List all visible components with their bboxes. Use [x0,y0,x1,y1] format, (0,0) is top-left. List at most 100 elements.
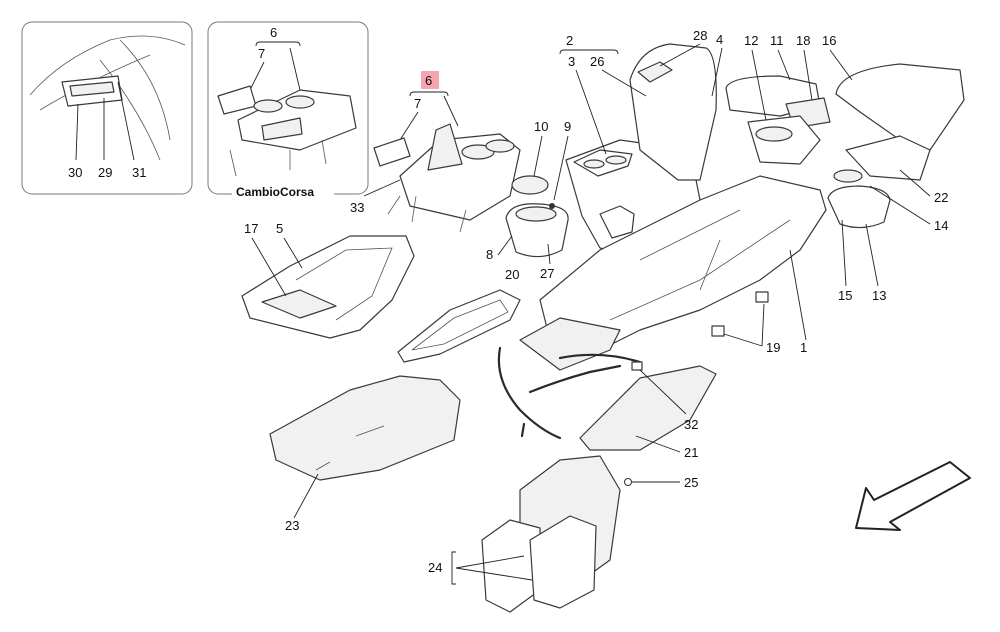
label-3: 3 [568,54,575,69]
inset-leaders [249,47,301,91]
side-panel-21 [579,365,717,451]
leaders-10-9 [533,135,569,201]
tray-3-cup-2 [605,155,627,165]
trim-5-17: 17 5 [241,221,415,339]
fastener-25 [624,478,632,486]
label-17: 17 [244,221,258,236]
inset-brace [255,41,301,47]
switch-7 [373,137,411,167]
trim-inner-edge [295,247,393,321]
label-27: 27 [540,266,554,281]
label-20: 20 [505,267,519,282]
inset-label-7: 7 [258,46,265,61]
bin-12-opening [755,126,793,142]
label-11: 11 [770,33,784,48]
inset-left-panel-insert [69,81,115,97]
leader-32 [639,369,687,415]
leader-33 [363,179,401,197]
panel-23-details [315,425,385,471]
leader-28 [659,43,701,67]
clip-32 [631,361,643,371]
inset-switch [217,85,257,115]
label-25: 25 [684,475,698,490]
label-22: 22 [934,190,948,205]
label-30: 30 [68,165,82,180]
label-14: 14 [934,218,948,233]
inset-mounts [229,139,327,177]
trim-24c [529,515,597,609]
cover-20-inner [411,299,509,351]
shifter-group: 6 7 33 [350,71,521,233]
inset-cup-2 [285,95,315,109]
label-15: 15 [838,288,852,303]
wiring-harness-2 [558,353,642,364]
label-9: 9 [564,119,571,134]
bezel-brackets [387,195,467,233]
label-32: 32 [684,417,698,432]
label-12: 12 [744,33,758,48]
label-1: 1 [800,340,807,355]
cupholder-rim [515,206,557,222]
leader-8 [497,235,513,256]
label-13: 13 [872,288,886,303]
bezel-cup-2 [485,139,515,153]
label-8: 8 [486,247,493,262]
label-16: 16 [822,33,836,48]
leaders-3-26 [575,69,647,155]
leader-1 [789,249,807,341]
trim-surround-5 [241,235,415,339]
trim-pad-17 [261,289,337,319]
side-panel-23 [269,375,461,481]
wiring-harness [497,346,622,440]
tray-3-cup-1 [583,159,605,169]
label-18: 18 [796,33,810,48]
label-23: 23 [285,518,299,533]
label-4: 4 [716,32,723,47]
brace-2 [559,49,619,55]
inset-cup-1 [253,99,283,113]
inset-title: CambioCorsa [236,185,314,199]
label-29: 29 [98,165,112,180]
leaders-19 [723,303,765,347]
leader-22 [899,169,931,197]
inset-left: 30 29 31 [21,21,193,195]
front-direction-arrow [855,461,971,531]
leaders-6-7 [399,95,459,141]
panel-20: 20 [397,267,521,363]
label-10: 10 [534,119,548,134]
latch-28 [637,61,673,83]
leaders-24 [451,551,533,585]
right-assemblies: 12 11 18 16 22 14 15 13 [725,33,965,303]
clip-19a [755,291,769,303]
label-7: 7 [414,96,421,111]
label-31: 31 [132,165,146,180]
clip-19b [711,325,725,337]
console-base-plate [519,317,621,371]
label-6: 6 [425,73,432,88]
console-body: 2 3 26 28 4 1 19 [497,28,827,440]
leaders-17-5 [251,237,303,297]
cupholder-13 [827,185,891,229]
inset-left-leaders [75,81,135,161]
label-28: 28 [693,28,707,43]
shift-boot [427,123,463,171]
inset-title-bg [232,183,334,199]
label-24: 24 [428,560,442,575]
mat-15 [833,169,863,183]
label-2: 2 [566,33,573,48]
label-5: 5 [276,221,283,236]
label-21: 21 [684,445,698,460]
leaders-right-top [751,49,853,121]
inset-gate [261,117,303,141]
leader-14 [869,185,931,225]
leader-4 [711,47,723,97]
inset-left-frame [21,21,193,195]
arrow-outline [855,461,971,531]
console-latch [599,205,635,239]
label-19: 19 [766,340,780,355]
screw-9 [549,203,555,209]
cupholder-group: 10 9 8 27 [486,119,571,281]
leader-27 [547,243,551,265]
bracket-22 [845,135,931,181]
